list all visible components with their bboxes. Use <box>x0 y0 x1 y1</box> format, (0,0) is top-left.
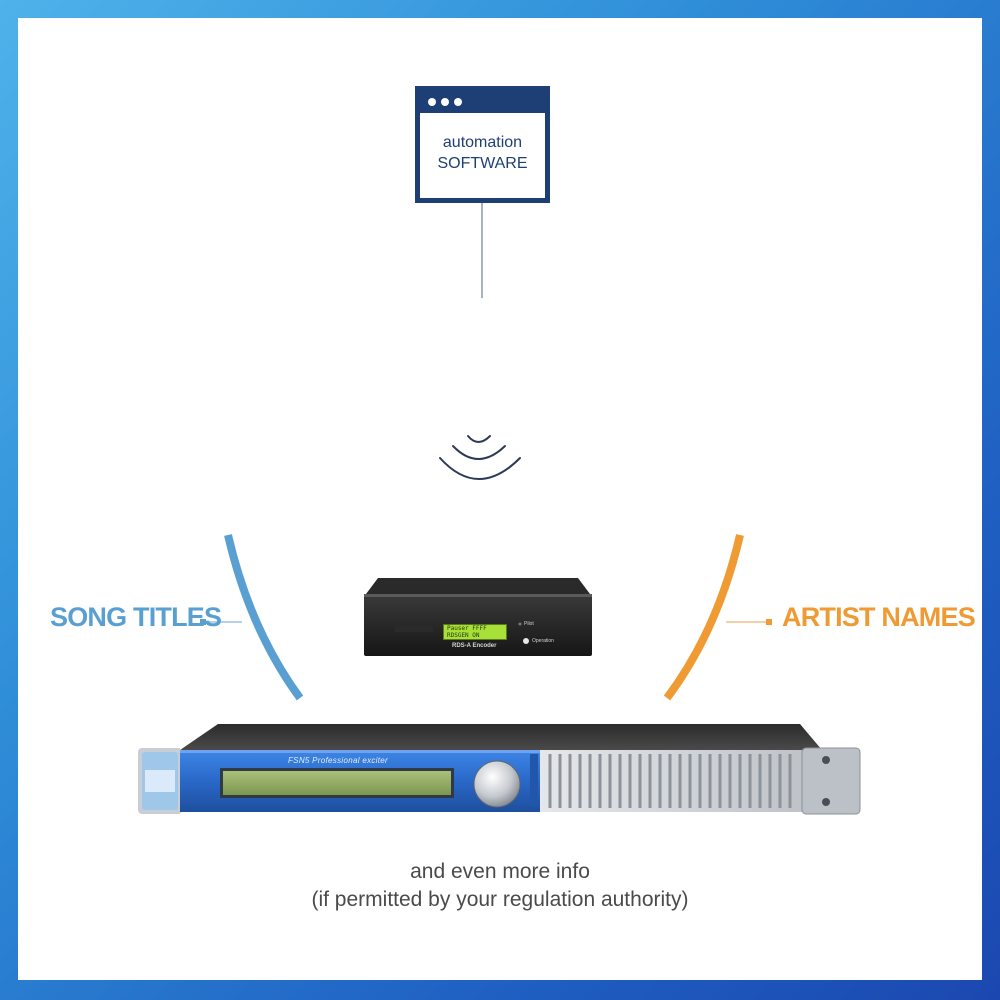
artist-names-arc <box>663 534 744 701</box>
encoder-operation-label: Operation <box>532 638 554 644</box>
caption: and even more info (if permitted by your… <box>200 858 800 914</box>
encoder-pilot-label: Pilot <box>524 621 534 627</box>
encoder-name: RDS-A Encoder <box>452 643 497 649</box>
song-titles-dot <box>200 619 206 625</box>
song-titles-arc <box>224 534 304 701</box>
caption-line1: and even more info <box>410 860 590 883</box>
software-label-line2: SOFTWARE <box>437 155 528 172</box>
window-dot-icon <box>428 98 436 106</box>
exciter-title: FSN5 Professional exciter <box>288 756 388 765</box>
artist-names-dot <box>766 619 772 625</box>
window-dot-icon <box>454 98 462 106</box>
wireless-waves-icon <box>439 435 521 480</box>
song-titles-label: SONG TITLES <box>50 602 222 632</box>
encoder-display: Pauser FFFF RDSGEN ON <box>443 624 507 640</box>
encoder-display-line1: Pauser FFFF <box>447 625 487 632</box>
artist-names-label: ARTIST NAMES <box>782 602 976 632</box>
software-label-line1: automation <box>442 134 523 151</box>
caption-line2: (if permitted by your regulation authori… <box>311 888 689 911</box>
automation-software-window: automation SOFTWARE <box>415 86 550 203</box>
window-dot-icon <box>441 98 449 106</box>
encoder-display-line2: RDSGEN ON <box>447 632 480 639</box>
window-titlebar <box>420 91 545 113</box>
fm-exciter-device <box>138 724 861 815</box>
